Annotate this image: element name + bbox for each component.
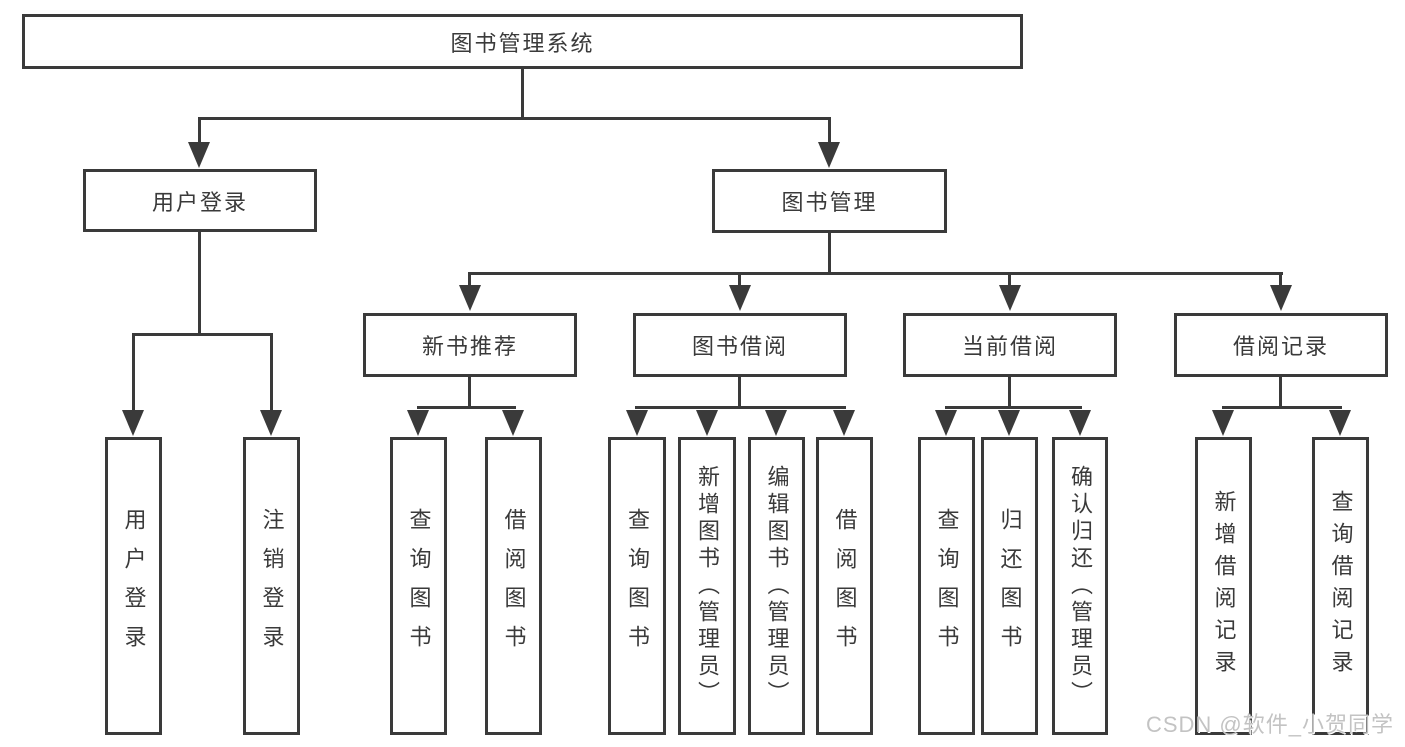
connector-line bbox=[468, 272, 471, 286]
arrow-down-icon bbox=[935, 410, 957, 436]
leaf-label: 查询借阅记录 bbox=[1328, 490, 1354, 682]
connector-line bbox=[738, 272, 741, 286]
arrow-down-icon bbox=[188, 142, 210, 168]
node-label: 用户登录 bbox=[151, 189, 248, 215]
leaf-query-books-2: 查询图书 bbox=[608, 437, 666, 735]
arrow-down-icon bbox=[696, 410, 718, 436]
leaf-query-borrow-record: 查询借阅记录 bbox=[1312, 437, 1369, 735]
arrow-down-icon bbox=[999, 285, 1021, 311]
leaf-add-borrow-record: 新增借阅记录 bbox=[1195, 437, 1252, 735]
node-borrow-records: 借阅记录 bbox=[1174, 313, 1388, 377]
connector-line bbox=[198, 117, 831, 120]
leaf-label: 新增图书（管理员） bbox=[695, 464, 720, 708]
arrow-down-icon bbox=[407, 410, 429, 436]
leaf-borrow-books-2: 借阅图书 bbox=[816, 437, 873, 735]
node-new-book-recommend: 新书推荐 bbox=[363, 313, 577, 377]
node-current-borrow: 当前借阅 bbox=[903, 313, 1117, 377]
leaf-add-books-admin: 新增图书（管理员） bbox=[678, 437, 736, 735]
node-user-login: 用户登录 bbox=[83, 169, 317, 232]
node-book-management: 图书管理 bbox=[712, 169, 947, 233]
node-label: 图书管理 bbox=[781, 190, 878, 215]
connector-line bbox=[198, 117, 201, 144]
connector-line bbox=[521, 68, 524, 119]
leaf-logout: 注销登录 bbox=[243, 437, 300, 735]
leaf-label: 新增借阅记录 bbox=[1211, 490, 1237, 682]
arrow-down-icon bbox=[260, 410, 282, 436]
connector-line bbox=[1279, 272, 1282, 286]
leaf-label: 查询图书 bbox=[406, 508, 432, 664]
watermark: CSDN @软件_小贺同学 bbox=[1145, 712, 1394, 737]
leaf-label: 注销登录 bbox=[259, 508, 285, 664]
connector-line bbox=[198, 231, 201, 336]
node-label: 图书借阅 bbox=[691, 334, 788, 359]
node-root: 图书管理系统 bbox=[22, 14, 1023, 69]
leaf-user-login: 用户登录 bbox=[105, 437, 162, 735]
leaf-label: 编辑图书（管理员） bbox=[764, 464, 790, 708]
connector-line bbox=[945, 406, 1082, 409]
arrow-down-icon bbox=[1212, 410, 1234, 436]
leaf-query-books-3: 查询图书 bbox=[918, 437, 975, 735]
arrow-down-icon bbox=[729, 285, 751, 311]
connector-line bbox=[828, 117, 831, 144]
connector-line bbox=[635, 406, 846, 409]
leaf-label: 借阅图书 bbox=[832, 508, 858, 664]
arrow-down-icon bbox=[833, 410, 855, 436]
leaf-confirm-return-admin: 确认归还（管理员） bbox=[1052, 437, 1108, 735]
leaf-label: 用户登录 bbox=[121, 508, 147, 664]
leaf-label: 查询图书 bbox=[934, 508, 960, 664]
arrow-down-icon bbox=[1329, 410, 1351, 436]
leaf-borrow-books-1: 借阅图书 bbox=[485, 437, 542, 735]
arrow-down-icon bbox=[998, 410, 1020, 436]
connector-line bbox=[828, 232, 831, 274]
node-label: 借阅记录 bbox=[1232, 334, 1329, 359]
connector-line bbox=[468, 272, 1283, 275]
arrow-down-icon bbox=[459, 285, 481, 311]
connector-line bbox=[132, 333, 135, 412]
connector-line bbox=[417, 406, 516, 409]
arrow-down-icon bbox=[626, 410, 648, 436]
connector-line bbox=[738, 376, 741, 408]
leaf-label: 归还图书 bbox=[997, 508, 1023, 664]
leaf-query-books-1: 查询图书 bbox=[390, 437, 447, 735]
connector-line bbox=[270, 333, 273, 412]
connector-line bbox=[1008, 272, 1011, 286]
connector-line bbox=[1222, 406, 1342, 409]
connector-line bbox=[1279, 376, 1282, 408]
arrow-down-icon bbox=[122, 410, 144, 436]
leaf-label: 借阅图书 bbox=[501, 508, 527, 664]
arrow-down-icon bbox=[1270, 285, 1292, 311]
connector-line bbox=[1008, 376, 1011, 408]
leaf-label: 确认归还（管理员） bbox=[1068, 464, 1093, 708]
leaf-return-books: 归还图书 bbox=[981, 437, 1038, 735]
arrow-down-icon bbox=[502, 410, 524, 436]
arrow-down-icon bbox=[765, 410, 787, 436]
node-label: 图书管理系统 bbox=[450, 30, 595, 56]
node-label: 新书推荐 bbox=[421, 334, 518, 359]
leaf-label: 查询图书 bbox=[625, 508, 650, 664]
arrow-down-icon bbox=[818, 142, 840, 168]
connector-line bbox=[132, 333, 273, 336]
leaf-edit-books-admin: 编辑图书（管理员） bbox=[748, 437, 805, 735]
node-book-borrow: 图书借阅 bbox=[633, 313, 847, 377]
connector-line bbox=[468, 376, 471, 408]
node-label: 当前借阅 bbox=[961, 334, 1058, 359]
arrow-down-icon bbox=[1069, 410, 1091, 436]
